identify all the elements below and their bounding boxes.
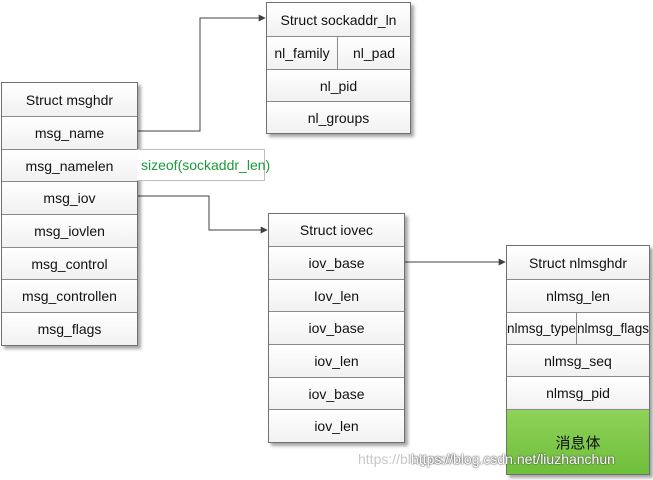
msg-name-field: msg_name [2, 117, 137, 150]
msg-iov-field: msg_iov [2, 182, 137, 215]
sockaddr-nl-struct: Struct sockaddr_ln nl_family nl_pad nl_p… [266, 2, 411, 134]
iov-len-field: iov_len [269, 410, 404, 442]
iov-base-field: iov_base [269, 312, 404, 345]
iovec-title: Struct iovec [269, 214, 404, 247]
nlmsghdr-struct: Struct nlmsghdr nlmsg_len nlmsg_type nlm… [506, 245, 650, 475]
namelen-sizeof-note: sizeof(sockaddr_len) [137, 149, 270, 181]
nlmsghdr-title: Struct nlmsghdr [507, 246, 649, 280]
iov-base-field: iov_base [269, 247, 404, 280]
nlmsg-type-field: nlmsg_type [507, 313, 577, 345]
msghdr-title: Struct msghdr [2, 83, 137, 117]
nl-groups-field: nl_groups [267, 102, 410, 133]
arrow-msg-iov-to-iovec [137, 195, 268, 234]
iov-len-field: iov_len [269, 345, 404, 378]
msg-iovlen-field: msg_iovlen [2, 215, 137, 248]
msg-flags-field: msg_flags [2, 313, 137, 345]
watermark-url: https://blog.csdn.net/liuzhanchun [411, 451, 615, 467]
iov-len-field: Iov_len [269, 280, 404, 312]
iovec-struct: Struct iovec iov_base Iov_len iov_base i… [268, 213, 405, 443]
nl-pad-field: nl_pad [338, 37, 410, 70]
arrow-msg-name-to-sockaddr [137, 14, 266, 132]
msg-namelen-field: msg_namelen [2, 150, 137, 182]
nlmsg-flags-field: nlmsg_flags [577, 313, 649, 345]
msg-controllen-field: msg_controllen [2, 280, 137, 313]
msghdr-struct: Struct msghdr msg_name msg_namelen msg_i… [1, 82, 138, 346]
nlmsg-len-field: nlmsg_len [507, 280, 649, 313]
iov-base-field: iov_base [269, 378, 404, 410]
nl-pid-field: nl_pid [267, 70, 410, 102]
nl-family-field: nl_family [267, 37, 338, 70]
message-payload-field: 消息体 [507, 410, 649, 474]
nlmsg-seq-field: nlmsg_seq [507, 345, 649, 377]
watermark-faint: https://blog.csdn.n [358, 451, 472, 467]
msg-control-field: msg_control [2, 248, 137, 280]
sockaddr-nl-title: Struct sockaddr_ln [267, 3, 410, 37]
nlmsg-pid-field: nlmsg_pid [507, 377, 649, 410]
